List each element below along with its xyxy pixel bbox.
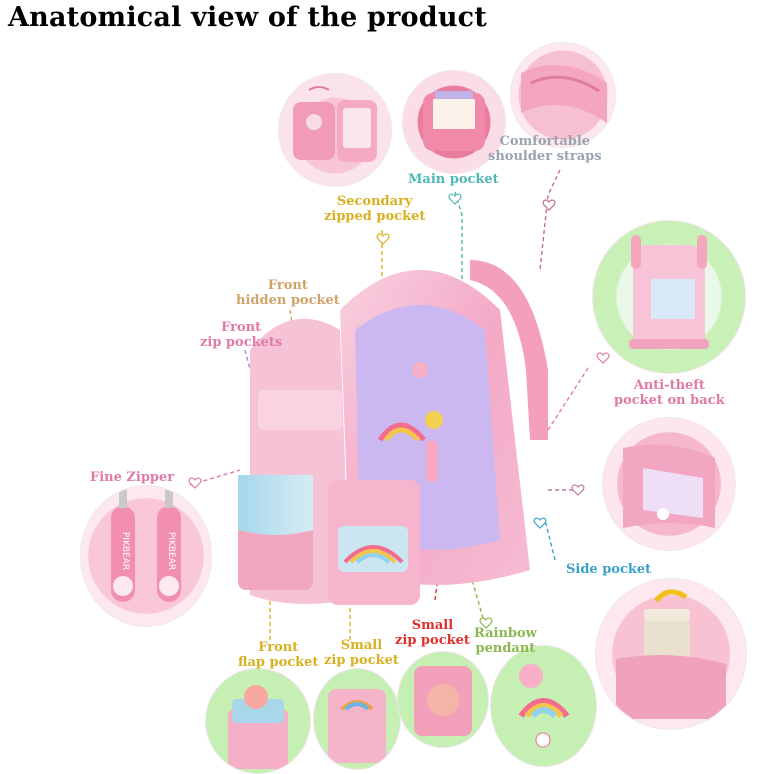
- label-small-zip-pocket: Small zip pocket: [324, 638, 399, 668]
- label-front-zip-pockets: Front zip pockets: [200, 320, 283, 350]
- thumb-organizer: [278, 73, 392, 187]
- thumb-side-pocket-top: [602, 417, 736, 551]
- label-secondary-pocket: Secondary zipped pocket: [324, 194, 426, 224]
- page-title: Anatomical view of the product: [8, 2, 487, 33]
- label-shoulder-straps: Comfortable shoulder straps: [488, 134, 602, 164]
- thumb-anti-theft: [592, 220, 746, 374]
- label-fine-zipper: Fine Zipper: [90, 470, 175, 485]
- label-side-pocket: Side pocket: [566, 562, 652, 577]
- zipper-text-left: PIKBEAR: [120, 532, 130, 570]
- backpack-illustration: [238, 260, 548, 605]
- label-main-pocket: Main pocket: [408, 172, 499, 187]
- thumb-rainbow-pendant: [490, 645, 597, 767]
- label-small-zip-pocket-red: Small zip pocket: [395, 618, 470, 648]
- thumb-main-pocket: [402, 70, 506, 174]
- thumb-shoulder-strap: [510, 42, 616, 148]
- thumb-small-zip: [313, 668, 401, 770]
- label-rainbow-pendant: Rainbow pendant: [474, 626, 537, 656]
- zipper-text-right: PIKBEAR: [166, 532, 176, 570]
- thumb-side-pocket-bottle: [595, 578, 747, 730]
- label-front-flap-pocket: Front flap pocket: [238, 640, 319, 670]
- thumb-fine-zipper: PIKBEAR PIKBEAR: [80, 485, 212, 627]
- label-anti-theft: Anti-theft pocket on back: [614, 378, 725, 408]
- thumb-front-flap: [205, 668, 311, 774]
- label-front-hidden-pocket: Front hidden pocket: [236, 278, 340, 308]
- thumb-small-zip-red: [397, 651, 489, 748]
